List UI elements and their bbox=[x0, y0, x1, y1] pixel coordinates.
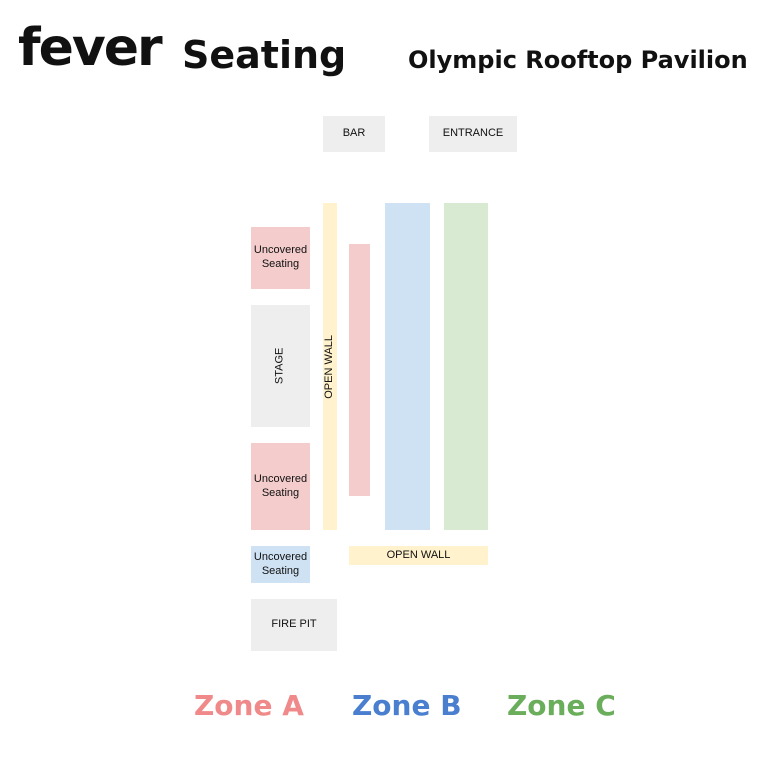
bar-area: BAR bbox=[323, 116, 385, 152]
uncovered-seating-top-label: Uncovered Seating bbox=[253, 244, 308, 270]
zone-a-seating-strip[interactable] bbox=[349, 244, 370, 496]
zone-b-seating-strip[interactable] bbox=[385, 203, 430, 530]
open-wall-vertical-label: OPEN WALL bbox=[323, 334, 336, 399]
uncovered-seating-middle[interactable]: Uncovered Seating bbox=[251, 443, 310, 530]
open-wall-horizontal-label: OPEN WALL bbox=[386, 548, 451, 561]
stage-label: STAGE bbox=[273, 347, 286, 385]
open-wall-horizontal: OPEN WALL bbox=[349, 546, 488, 565]
legend-zone-c: Zone C bbox=[507, 689, 616, 722]
uncovered-seating-bottom-label: Uncovered Seating bbox=[253, 550, 308, 577]
fire-pit-label: FIRE PIT bbox=[271, 618, 317, 631]
stage-area: STAGE bbox=[251, 305, 310, 427]
legend-zone-a: Zone A bbox=[194, 689, 304, 722]
zone-c-seating-strip[interactable] bbox=[444, 203, 488, 530]
entrance-label: ENTRANCE bbox=[442, 127, 504, 140]
uncovered-seating-bottom[interactable]: Uncovered Seating bbox=[251, 546, 310, 583]
open-wall-vertical: OPEN WALL bbox=[323, 203, 337, 530]
brand-logo: fever bbox=[18, 18, 163, 78]
uncovered-seating-top[interactable]: Uncovered Seating bbox=[251, 227, 310, 289]
fire-pit-area: FIRE PIT bbox=[251, 599, 337, 651]
uncovered-seating-middle-label: Uncovered Seating bbox=[253, 472, 308, 499]
entrance-area: ENTRANCE bbox=[429, 116, 517, 152]
legend-zone-b: Zone B bbox=[352, 689, 462, 722]
bar-label: BAR bbox=[342, 127, 366, 140]
page-subtitle: Seating bbox=[182, 33, 347, 77]
venue-title: Olympic Rooftop Pavilion bbox=[408, 46, 748, 74]
